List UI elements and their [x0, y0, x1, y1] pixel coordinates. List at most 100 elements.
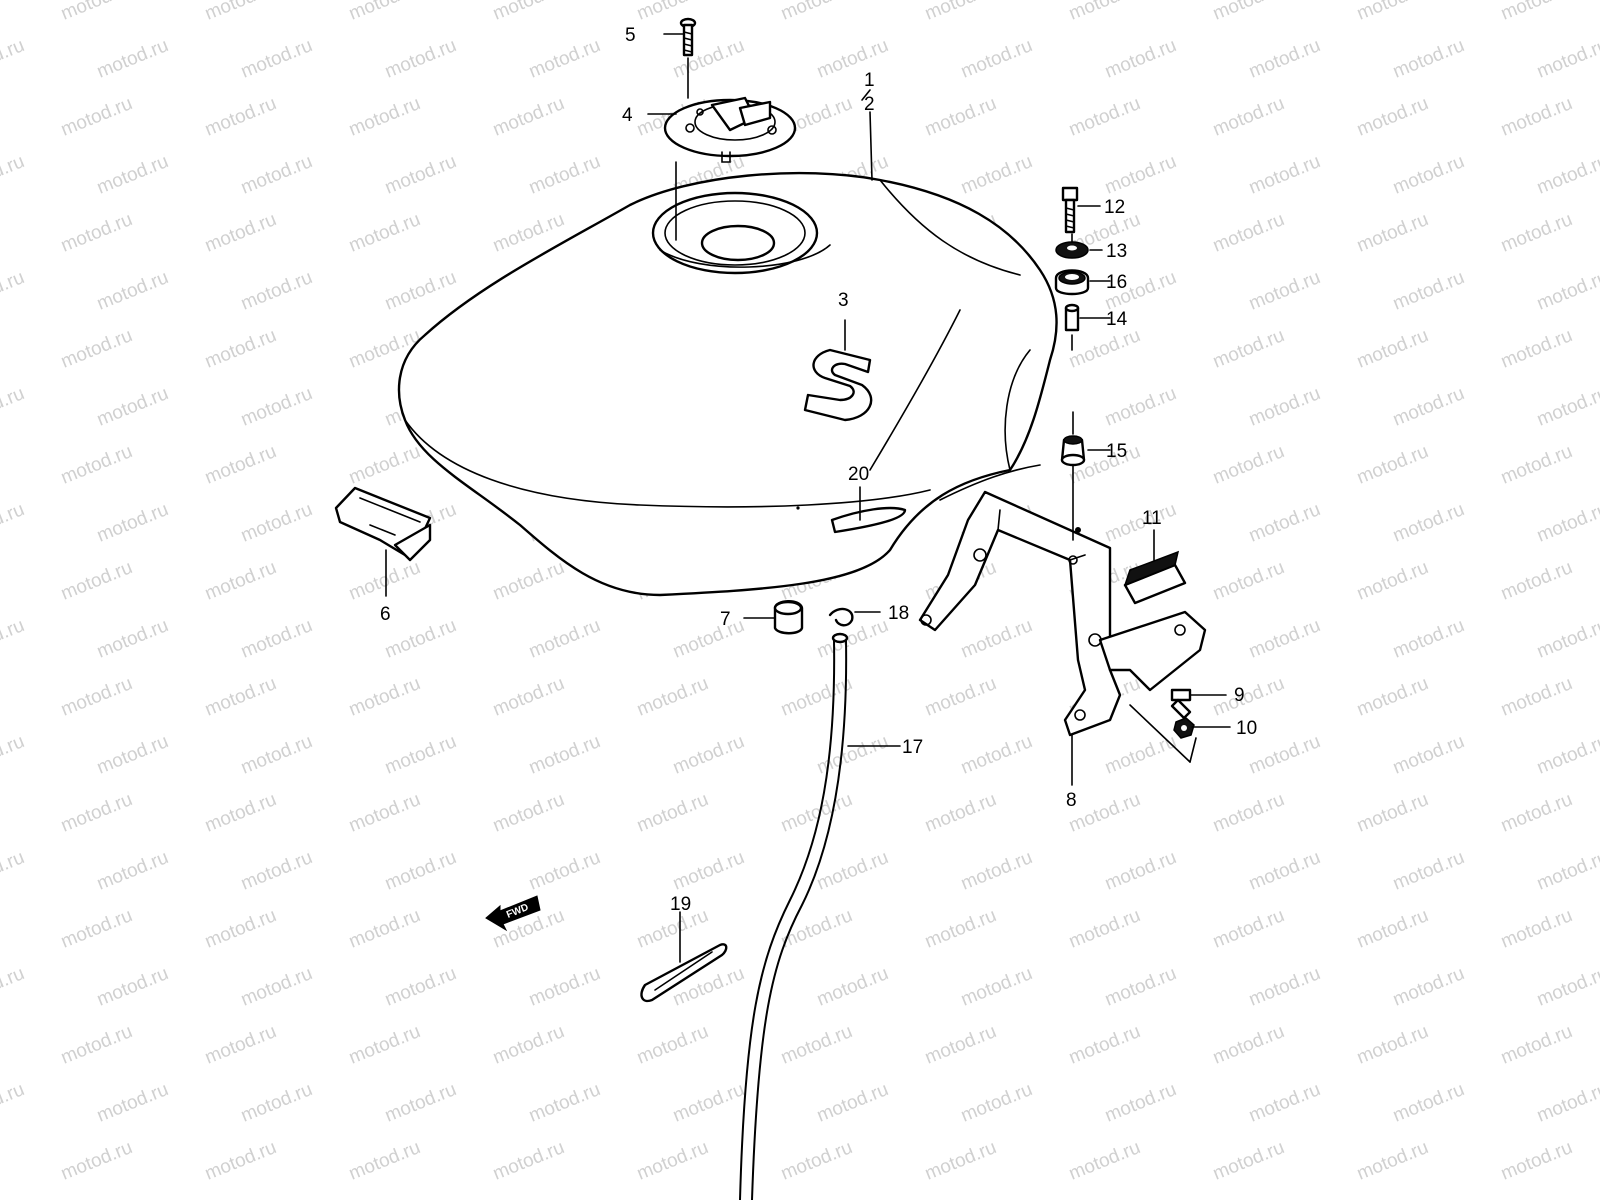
watermark-text: motod.ru	[202, 557, 279, 605]
callout-18: 18	[888, 603, 909, 624]
watermark-text: motod.ru	[526, 1079, 603, 1127]
watermark-text: motod.ru	[0, 847, 27, 895]
watermark-text: motod.ru	[58, 789, 135, 837]
watermark-text: motod.ru	[1498, 0, 1575, 25]
watermark-text: motod.ru	[1066, 0, 1143, 25]
watermark-text: motod.ru	[1246, 267, 1323, 315]
watermark-text: motod.ru	[346, 1021, 423, 1069]
watermark-text: motod.ru	[346, 905, 423, 953]
watermark-text: motod.ru	[202, 93, 279, 141]
watermark-text: motod.ru	[1390, 151, 1467, 199]
watermark-text: motod.ru	[1498, 325, 1575, 373]
watermark-text: motod.ru	[1498, 789, 1575, 837]
watermark-text: motod.ru	[634, 1021, 711, 1069]
watermark-text: motod.ru	[382, 1079, 459, 1127]
watermark-text: motod.ru	[58, 441, 135, 489]
watermark-text: motod.ru	[382, 151, 459, 199]
hose-guide	[640, 943, 728, 1003]
watermark-text: motod.ru	[1246, 35, 1323, 83]
watermark-text: motod.ru	[1390, 383, 1467, 431]
watermark-text: motod.ru	[58, 325, 135, 373]
watermark-text: motod.ru	[1534, 499, 1600, 547]
watermark-text: motod.ru	[490, 93, 567, 141]
watermark-text: motod.ru	[1102, 1195, 1179, 1200]
watermark-text: motod.ru	[58, 557, 135, 605]
watermark-text: motod.ru	[346, 1137, 423, 1185]
watermark-text: motod.ru	[238, 963, 315, 1011]
watermark-text: motod.ru	[202, 209, 279, 257]
drain-hose	[739, 632, 849, 1200]
watermark-text: motod.ru	[958, 963, 1035, 1011]
watermark-text: motod.ru	[958, 151, 1035, 199]
callout-17: 17	[902, 737, 923, 758]
watermark-text: motod.ru	[778, 0, 855, 25]
watermark-text: motod.ru	[526, 151, 603, 199]
watermark-text: motod.ru	[346, 789, 423, 837]
watermark-text: motod.ru	[1498, 93, 1575, 141]
watermark-text: motod.ru	[94, 1195, 171, 1200]
forward-direction-arrow: FWD	[485, 895, 541, 932]
callout-3: 3	[838, 290, 849, 311]
watermark-text: motod.ru	[202, 441, 279, 489]
watermark-text: motod.ru	[238, 847, 315, 895]
watermark-text: motod.ru	[346, 93, 423, 141]
callout-5: 5	[625, 25, 636, 46]
watermark-text: motod.ru	[670, 35, 747, 83]
watermark-text: motod.ru	[814, 1195, 891, 1200]
watermark-text: motod.ru	[1498, 209, 1575, 257]
watermark-text: motod.ru	[1354, 0, 1431, 25]
watermark-text: motod.ru	[0, 615, 27, 663]
watermark-text: motod.ru	[1246, 151, 1323, 199]
watermark-text: motod.ru	[670, 847, 747, 895]
watermark-text: motod.ru	[814, 963, 891, 1011]
watermark-text: motod.ru	[238, 499, 315, 547]
watermark-text: motod.ru	[814, 847, 891, 895]
watermark-text: motod.ru	[1534, 1079, 1600, 1127]
watermark-text: motod.ru	[1534, 1195, 1600, 1200]
watermark-text: motod.ru	[1210, 441, 1287, 489]
watermark-text: motod.ru	[94, 35, 171, 83]
watermark-text: motod.ru	[238, 383, 315, 431]
watermark-text: motod.ru	[670, 1195, 747, 1200]
watermark-text: motod.ru	[958, 731, 1035, 779]
watermark-text: motod.ru	[382, 35, 459, 83]
watermark-text: motod.ru	[58, 673, 135, 721]
assembly-lines	[675, 57, 1197, 763]
watermark-text: motod.ru	[1102, 847, 1179, 895]
callout-1: 1	[864, 70, 875, 91]
callout-14: 14	[1106, 309, 1128, 330]
watermark-text: motod.ru	[58, 1021, 135, 1069]
watermark-text: motod.ru	[346, 0, 423, 25]
watermark-text: motod.ru	[1534, 615, 1600, 663]
watermark-text: motod.ru	[1498, 1021, 1575, 1069]
watermark-text: motod.ru	[1390, 267, 1467, 315]
fuel-tank	[397, 171, 1058, 597]
watermark-text: motod.ru	[1066, 325, 1143, 373]
watermark-text: motod.ru	[1354, 441, 1431, 489]
watermark-text: motod.ru	[526, 847, 603, 895]
watermark-text: motod.ru	[634, 1137, 711, 1185]
watermark-text: motod.ru	[1354, 325, 1431, 373]
watermark-text: motod.ru	[1354, 93, 1431, 141]
watermark-text: motod.ru	[1210, 209, 1287, 257]
watermark-text: motod.ru	[1066, 789, 1143, 837]
watermark-text: motod.ru	[1246, 383, 1323, 431]
watermark-text: motod.ru	[814, 731, 891, 779]
watermark-text: motod.ru	[382, 267, 459, 315]
callout-19: 19	[670, 894, 691, 915]
watermark-text: motod.ru	[670, 615, 747, 663]
watermark-text: motod.ru	[1102, 35, 1179, 83]
watermark-text: motod.ru	[958, 615, 1035, 663]
watermark-text: motod.ru	[490, 557, 567, 605]
watermark-text: motod.ru	[490, 0, 567, 25]
watermark-text: motod.ru	[490, 673, 567, 721]
watermark-text: motod.ru	[814, 1079, 891, 1127]
watermark-text: motod.ru	[670, 731, 747, 779]
callout-8: 8	[1066, 790, 1077, 811]
watermark-text: motod.ru	[0, 963, 27, 1011]
watermark-text: motod.ru	[0, 383, 27, 431]
watermark-text: motod.ru	[1210, 325, 1287, 373]
callout-11: 11	[1142, 508, 1162, 529]
watermark-text: motod.ru	[526, 1195, 603, 1200]
